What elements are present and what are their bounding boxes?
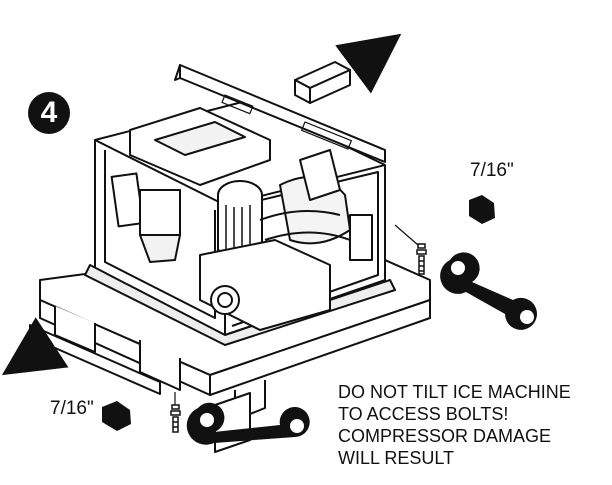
packing-block (294, 61, 351, 104)
warning-line: WILL RESULT (338, 448, 455, 468)
arrow-icon (335, 33, 402, 94)
hex-nut-icon (469, 195, 495, 224)
bolt-icon (170, 404, 181, 433)
bolt-size-label-bottom: 7/16" (50, 398, 94, 419)
wrench-icon (186, 402, 310, 445)
bolt-size-label-top: 7/16" (470, 160, 514, 181)
hex-nut-icon (102, 401, 131, 431)
warning-line: DO NOT TILT ICE MACHINE (338, 382, 571, 402)
warning-line: TO ACCESS BOLTS! (338, 404, 509, 424)
machine-components (110, 107, 373, 331)
leader-lines (174, 224, 419, 405)
tilt-warning-text: DO NOT TILT ICE MACHINE TO ACCESS BOLTS!… (338, 381, 610, 469)
bolt-icon (416, 243, 427, 275)
wrench-icon (440, 252, 537, 330)
top-rail (174, 64, 386, 163)
warning-line: COMPRESSOR DAMAGE (338, 426, 552, 446)
step-number-badge: 4 (28, 92, 70, 134)
arrow-icon (1, 317, 69, 376)
